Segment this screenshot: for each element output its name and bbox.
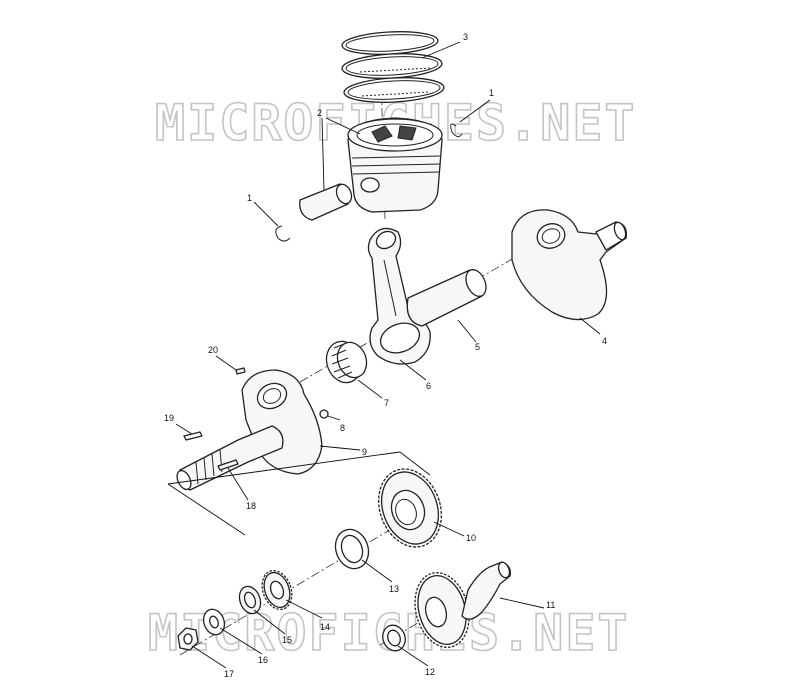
callout-13: 13 bbox=[389, 584, 399, 594]
callout-3: 3 bbox=[463, 32, 468, 42]
callout-8: 8 bbox=[340, 423, 345, 433]
callout-15: 15 bbox=[282, 635, 292, 645]
timing-gear-14 bbox=[261, 569, 293, 611]
callout-4: 4 bbox=[602, 336, 607, 346]
piston-pin bbox=[299, 183, 353, 221]
callout-6: 6 bbox=[426, 381, 431, 391]
callout-16: 16 bbox=[258, 655, 268, 665]
piston-rings bbox=[341, 31, 445, 103]
callout-19: 19 bbox=[164, 413, 174, 423]
callout-18: 18 bbox=[246, 501, 256, 511]
key-pin-18 bbox=[217, 459, 239, 471]
callout-20: 20 bbox=[208, 345, 218, 355]
nut-17 bbox=[177, 627, 199, 651]
callout-7: 7 bbox=[384, 398, 389, 408]
balancer-shaft bbox=[414, 561, 511, 648]
crankshaft-left-half bbox=[176, 369, 323, 491]
callout-1-top: 1 bbox=[489, 88, 494, 98]
callouts: 3 1 2 1 4 5 6 7 8 9 10 11 12 13 14 15 16… bbox=[164, 32, 607, 679]
callout-14: 14 bbox=[320, 622, 330, 632]
callout-9: 9 bbox=[362, 447, 367, 457]
assembly-bracket bbox=[167, 451, 431, 536]
crank-ball bbox=[319, 409, 329, 419]
connecting-rod bbox=[367, 227, 431, 365]
callout-17: 17 bbox=[224, 669, 234, 679]
circlip-top bbox=[450, 123, 463, 138]
piston bbox=[347, 117, 443, 213]
key-pin-20 bbox=[235, 367, 246, 375]
callout-2: 2 bbox=[317, 108, 322, 118]
needle-bearing bbox=[325, 340, 368, 384]
crank-pin bbox=[406, 269, 487, 327]
washer-12 bbox=[382, 624, 406, 652]
thrust-washer-13 bbox=[334, 528, 370, 570]
drive-gear bbox=[378, 468, 442, 548]
key-pin-19 bbox=[183, 431, 203, 441]
crankshaft-right-half bbox=[511, 209, 627, 321]
callout-11: 11 bbox=[546, 600, 555, 610]
callout-5: 5 bbox=[475, 342, 480, 352]
callout-1-left: 1 bbox=[247, 193, 252, 203]
leader-lines bbox=[175, 41, 601, 669]
callout-12: 12 bbox=[425, 667, 435, 677]
callout-10: 10 bbox=[466, 533, 476, 543]
circlip-left bbox=[275, 225, 291, 242]
washer-16 bbox=[202, 608, 226, 636]
spacer-15 bbox=[238, 585, 262, 615]
